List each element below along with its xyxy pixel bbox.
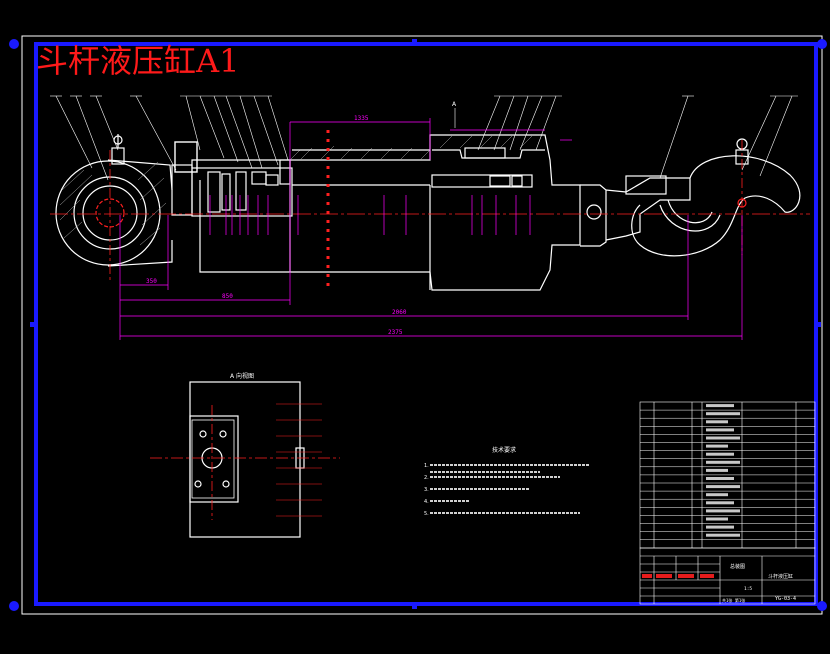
barrel — [191, 134, 581, 291]
dim-long: 2060 — [392, 309, 407, 316]
section-view-a — [189, 381, 305, 538]
parts-list-rows — [640, 404, 815, 540]
parts-list-entry — [706, 428, 734, 432]
parts-list-entry — [706, 517, 728, 521]
flange-plate — [189, 381, 301, 538]
tech-notes-heading: 技术要求 — [492, 446, 516, 454]
title-block-material: 总装图 — [730, 563, 745, 570]
drawing-title: 斗杆液压缸A1 — [36, 42, 239, 80]
parts-list-entry — [706, 452, 734, 456]
parts-list-entry — [706, 493, 728, 497]
parts-list-entry — [706, 420, 728, 424]
parts-list-entry — [706, 468, 728, 472]
dim-stroke: 1335 — [354, 115, 369, 122]
title-block — [639, 547, 816, 605]
section-view-title: A 向视图 — [230, 372, 254, 380]
parts-list-entry — [706, 412, 740, 416]
frame-markers — [9, 39, 827, 611]
title-block-drawing-no: YG-03-4 — [775, 596, 796, 602]
technical-notes: 技术要求 1. 2. 3. 4. 5. — [424, 446, 590, 517]
title-block-sheet: 共1张 第1张 — [722, 597, 745, 603]
tech-note-5: 5. — [424, 511, 429, 517]
parts-list-entry — [706, 509, 740, 513]
parts-list-entry — [706, 525, 734, 529]
parts-list-entry — [706, 460, 740, 464]
left-eye-outer — [55, 160, 161, 266]
dim-mid: 850 — [222, 293, 233, 300]
section-view-leaders — [276, 403, 322, 517]
tech-note-4: 4. — [424, 499, 429, 505]
parts-list-entry — [706, 477, 734, 480]
tech-note-2: 2. — [424, 475, 429, 481]
parts-list-entry — [706, 533, 740, 537]
dim-total: 2375 — [388, 329, 403, 336]
dimension-labels: 350 850 2060 2375 1335 — [146, 115, 407, 336]
parts-list-entry — [706, 436, 740, 440]
outer-frame — [21, 35, 823, 615]
parts-list-entry — [706, 404, 734, 408]
dim-short: 350 — [146, 278, 157, 285]
dimension-lines — [119, 118, 743, 340]
right-clevis — [631, 155, 801, 257]
title-block-scale: 1:5 — [744, 586, 752, 592]
title-block-name: 斗杆液压缸 — [768, 573, 793, 580]
title-block-text: 总装图 斗杆液压缸 YG-03-4 1:5 共1张 第1张 — [722, 563, 796, 603]
parts-list-entry — [706, 485, 740, 489]
title-block-fill — [642, 574, 714, 578]
tech-note-3: 3. — [424, 487, 429, 493]
parts-list-entry — [706, 501, 734, 505]
parts-list-entry — [706, 444, 728, 448]
tech-note-1: 1. — [424, 463, 429, 469]
part-callouts — [55, 95, 793, 181]
section-mark: A — [452, 101, 457, 108]
